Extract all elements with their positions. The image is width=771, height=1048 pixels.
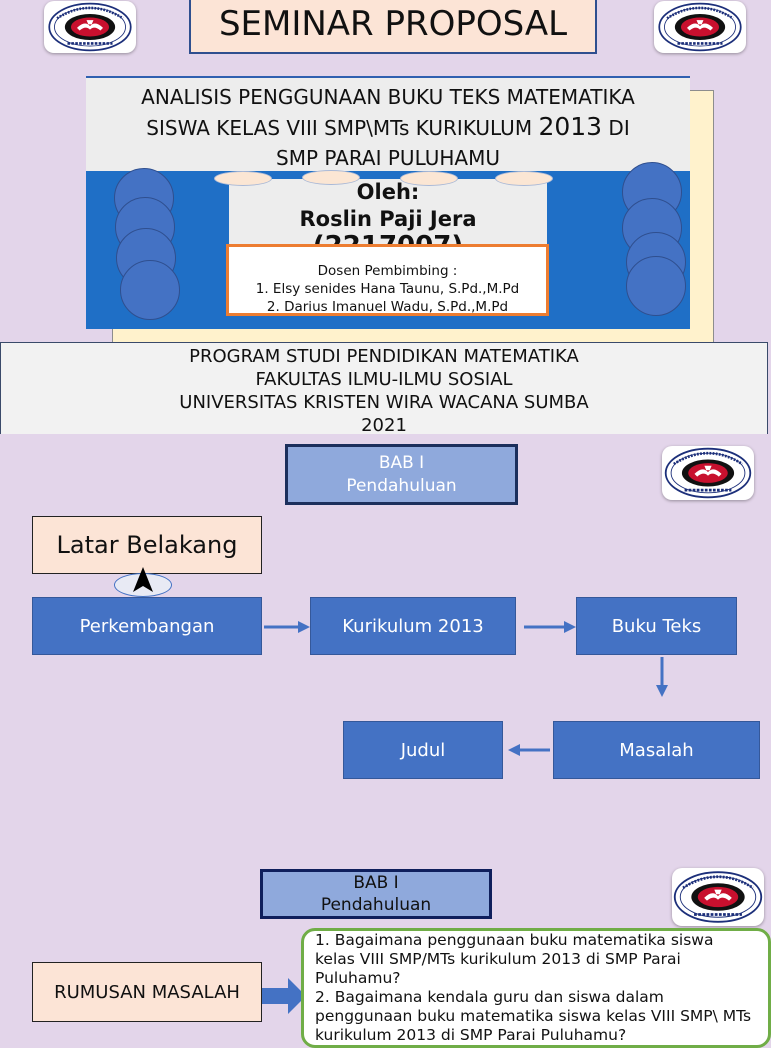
university-seal-icon (654, 1, 746, 53)
chapter-header: BAB I Pendahuluan (260, 869, 492, 919)
decor-ellipse (302, 170, 360, 185)
question-item: 1. Bagaimana penggunaan buku matematika … (315, 931, 714, 987)
flow-box-buku-teks: Buku Teks (576, 597, 737, 655)
arrow-up-icon (133, 567, 153, 592)
research-title: ANALISIS PENGGUNAAN BUKU TEKS MATEMATIKA… (86, 76, 690, 171)
slide-title: SEMINAR PROPOSAL ANALISIS PENGGUNAAN BUK… (0, 0, 768, 436)
flow-label: Masalah (619, 739, 694, 761)
institution-program: PROGRAM STUDI PENDIDIKAN MATEMATIKA (189, 346, 579, 367)
rumusan-label: RUMUSAN MASALAH (32, 962, 262, 1022)
arrow-right-icon (524, 621, 576, 633)
institution-box: PROGRAM STUDI PENDIDIKAN MATEMATIKA FAKU… (0, 342, 768, 436)
arrow-right-icon (264, 621, 310, 633)
background-label: Latar Belakang (32, 516, 262, 574)
author-name: Roslin Paji Jera (299, 207, 477, 231)
arrow-down-icon (656, 657, 668, 697)
university-logo-right (654, 1, 746, 53)
research-title-line2: SISWA KELAS VIII SMP\MTs KURIKULUM 2013 … (146, 112, 630, 141)
institution-year: 2021 (361, 415, 407, 436)
supervisors-box: Dosen Pembimbing : 1. Elsy senides Hana … (226, 244, 549, 316)
arrow-right-icon (262, 978, 306, 1014)
university-seal-icon (672, 868, 764, 926)
university-logo (672, 868, 764, 926)
research-title-line3: SMP PARAI PULUHAMU (276, 146, 500, 170)
rumusan-label-text: RUMUSAN MASALAH (54, 981, 240, 1003)
chapter-title: Pendahuluan (320, 895, 432, 915)
flow-label: Perkembangan (79, 615, 215, 637)
arrow-left-icon (508, 744, 550, 756)
supervisors-heading: Dosen Pembimbing : (317, 263, 458, 279)
page-title-text: SEMINAR PROPOSAL (218, 4, 568, 44)
flow-box-masalah: Masalah (553, 721, 760, 779)
slide-background: BAB I Pendahuluan Latar Belakang Perkemb… (0, 434, 768, 866)
decor-ellipse (214, 171, 272, 186)
university-seal-icon (44, 1, 136, 53)
background-label-text: Latar Belakang (56, 531, 238, 559)
chapter-title: Pendahuluan (346, 475, 457, 496)
flow-label: Buku Teks (611, 615, 702, 637)
flow-box-perkembangan: Perkembangan (32, 597, 262, 655)
decor-ellipse (495, 171, 553, 186)
institution-faculty: FAKULTAS ILMU-ILMU SOSIAL (255, 369, 513, 390)
flow-box-kurikulum: Kurikulum 2013 (310, 597, 516, 655)
institution-university: UNIVERSITAS KRISTEN WIRA WACANA SUMBA (179, 392, 589, 413)
university-logo-left (44, 1, 136, 53)
question-item: 2. Bagaimana kendala guru dan siswa dala… (315, 988, 752, 1044)
author-box: Oleh: Roslin Paji Jera (2217007) (229, 179, 547, 260)
university-seal-icon (662, 446, 754, 500)
slide-problem-statement: BAB I Pendahuluan RUMUSAN MASALAH 1. Bag… (0, 866, 771, 1048)
chapter-header: BAB I Pendahuluan (285, 444, 518, 505)
decor-ellipse (400, 171, 458, 186)
questions-box: 1. Bagaimana penggunaan buku matematika … (301, 928, 771, 1048)
flow-label: Kurikulum 2013 (342, 615, 484, 637)
flow-box-judul: Judul (343, 721, 503, 779)
decor-circle (120, 260, 180, 320)
flow-label: Judul (400, 739, 446, 761)
chapter-number: BAB I (353, 873, 399, 893)
research-title-line1: ANALISIS PENGGUNAAN BUKU TEKS MATEMATIKA (141, 85, 635, 109)
page-title: SEMINAR PROPOSAL (189, 0, 597, 54)
supervisor-item: 2. Darius Imanuel Wadu, S.Pd.,M.Pd (266, 299, 509, 315)
decor-circle (626, 256, 686, 316)
chapter-number: BAB I (378, 452, 425, 473)
university-logo (662, 446, 754, 500)
supervisor-item: 1. Elsy senides Hana Taunu, S.Pd.,M.Pd (255, 281, 520, 297)
author-by-label: Oleh: (356, 180, 420, 204)
